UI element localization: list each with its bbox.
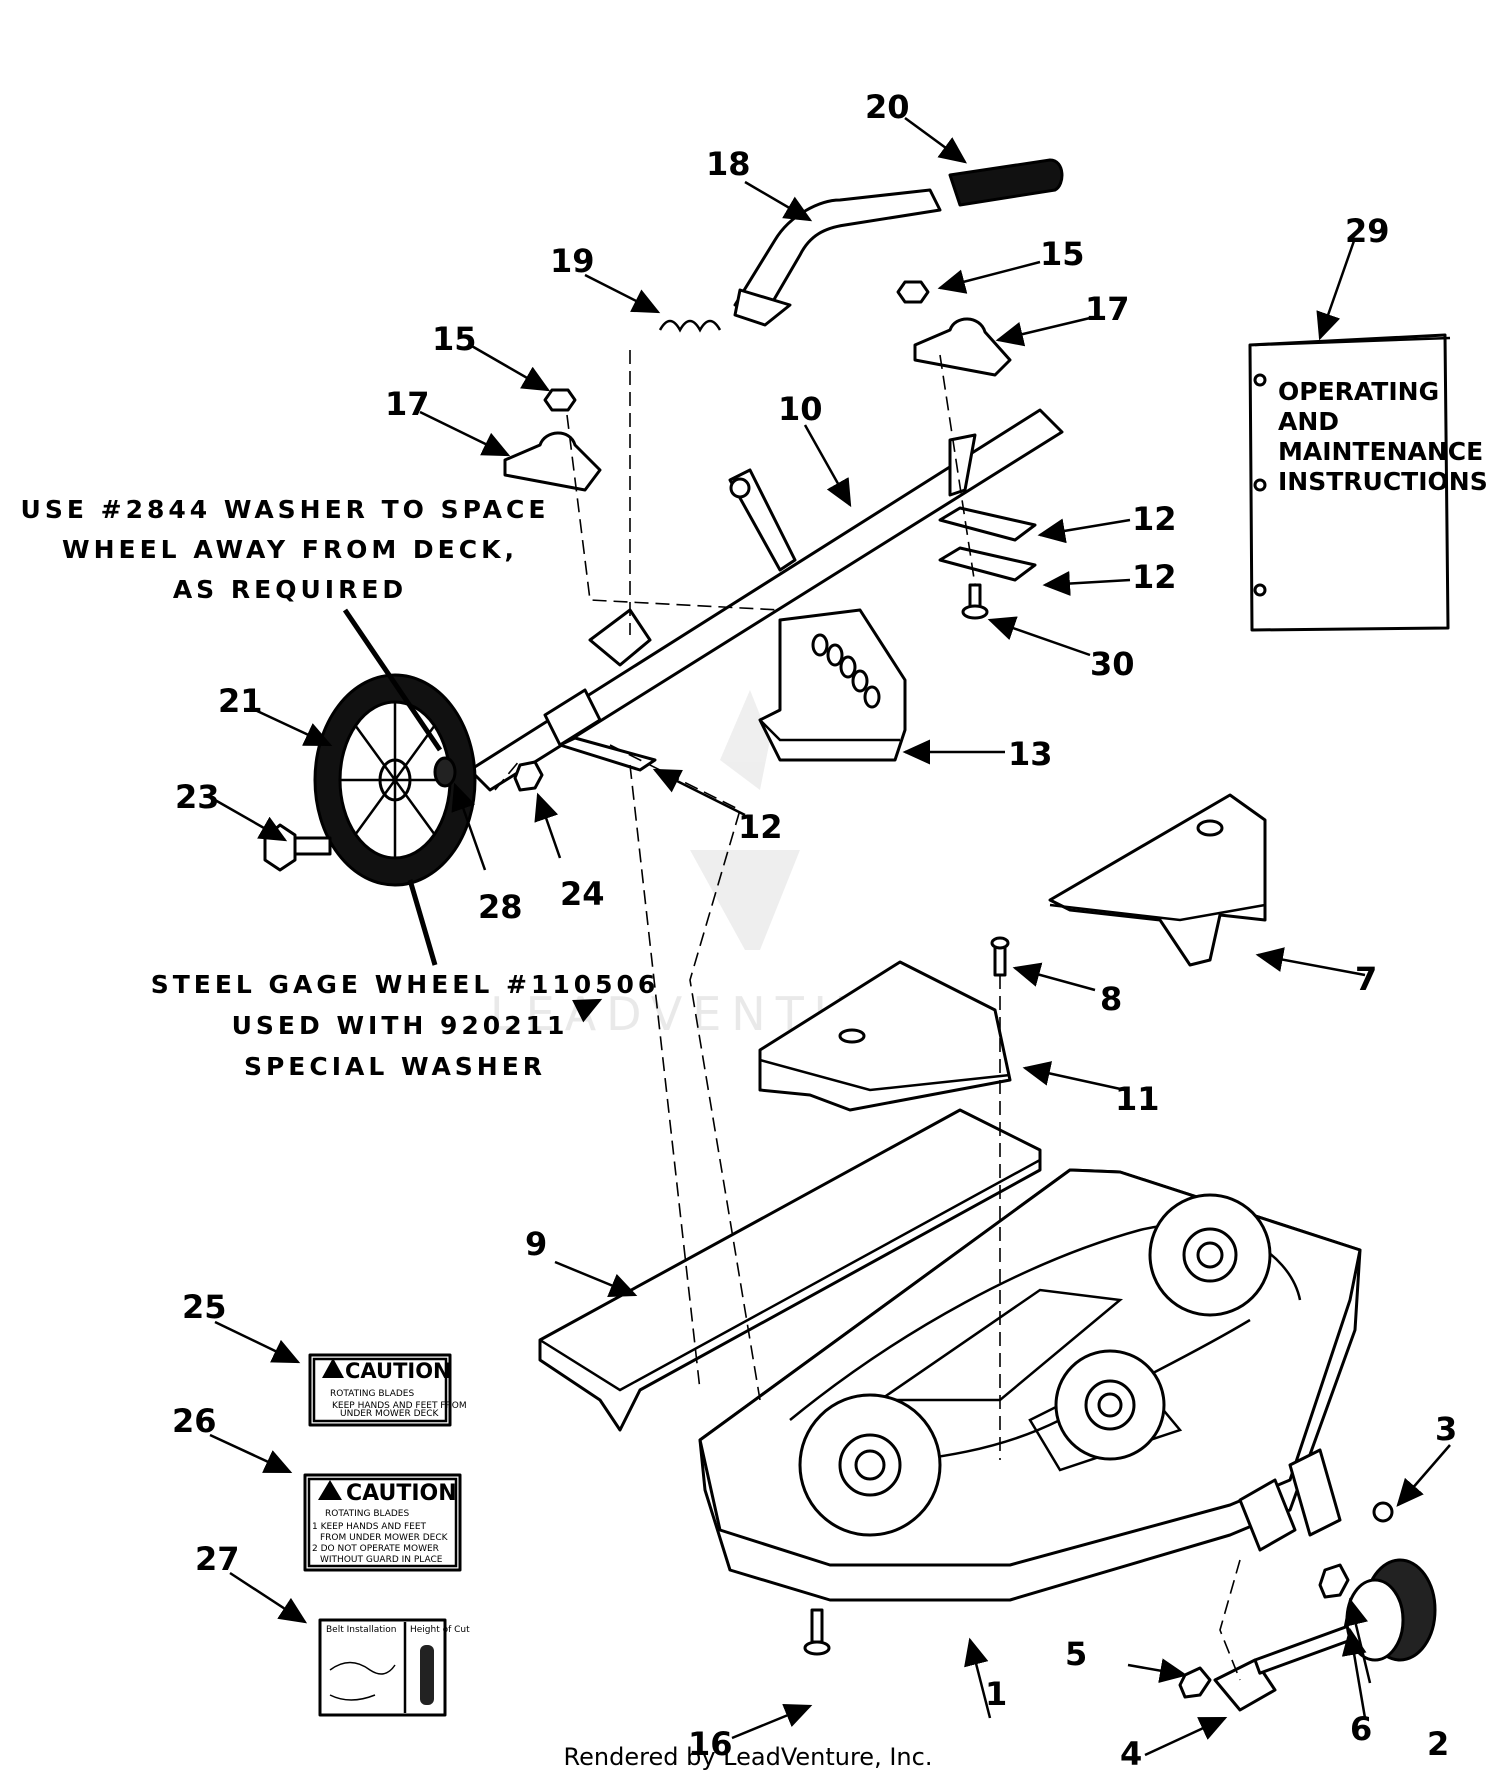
- spring-19: [658, 319, 722, 333]
- washer-28: [433, 756, 457, 788]
- shield-right: [1048, 793, 1267, 967]
- mower-deck: [698, 1168, 1362, 1602]
- wheel-note-line-3: SPECIAL WASHER: [244, 1052, 546, 1081]
- bracket-17-right: [913, 317, 1012, 377]
- spacer-plate-12-c: [558, 736, 657, 772]
- washer-note: USE #2844 WASHER TO SPACE WHEEL AWAY FRO…: [21, 495, 550, 604]
- callout-30: 30: [1090, 645, 1135, 683]
- callout-12-b: 12: [1132, 558, 1177, 596]
- callout-17-b: 17: [385, 385, 430, 423]
- callout-8: 8: [1100, 980, 1122, 1018]
- callout-15-a: 15: [1040, 235, 1085, 273]
- note-pointers: [342, 608, 443, 966]
- leader-arrows: [209, 116, 1451, 1757]
- decal-25-line1: ROTATING BLADES: [330, 1389, 414, 1399]
- callout-23: 23: [175, 778, 220, 816]
- callout-1: 1: [985, 1675, 1007, 1713]
- callout-3: 3: [1435, 1410, 1457, 1448]
- callout-26: 26: [172, 1402, 217, 1440]
- operators-manual: OPERATING AND MAINTENANCE INSTRUCTIONS: [1248, 333, 1488, 632]
- height-adjust-plate: [758, 608, 907, 762]
- callout-17-a: 17: [1085, 290, 1130, 328]
- callout-28: 28: [478, 888, 523, 926]
- callout-27: 27: [195, 1540, 240, 1578]
- render-credit: Rendered by LeadVenture, Inc.: [564, 1743, 933, 1771]
- callout-29: 29: [1345, 212, 1390, 250]
- callout-12-a: 12: [1132, 500, 1177, 538]
- decal-26-line3: FROM UNDER MOWER DECK: [320, 1533, 449, 1543]
- decal-25-title: CAUTION: [345, 1359, 451, 1383]
- adjust-slots: [811, 633, 881, 709]
- decal-27-right: Height of Cut: [410, 1625, 470, 1635]
- instruction-decal-27: Belt Installation Height of Cut: [318, 1618, 470, 1717]
- decal-26-line4: 2 DO NOT OPERATE MOWER: [312, 1544, 439, 1554]
- nut-15-right: [896, 280, 930, 304]
- spacer-plate-12-a: [938, 506, 1037, 542]
- decal-26-line2: 1 KEEP HANDS AND FEET: [312, 1522, 427, 1532]
- bracket-17-left: [503, 431, 602, 492]
- callout-6: 6: [1350, 1710, 1372, 1748]
- callout-7: 7: [1355, 960, 1377, 998]
- handle-grip: [948, 158, 1064, 207]
- washer-note-line-3: AS REQUIRED: [173, 575, 407, 604]
- callout-9: 9: [525, 1225, 547, 1263]
- spacer-plate-12-b: [938, 546, 1037, 582]
- wheel-bolt: [263, 823, 332, 872]
- washer-note-line-1: USE #2844 WASHER TO SPACE: [21, 495, 550, 524]
- belt-cover: [538, 1108, 1042, 1432]
- bolt-8: [990, 936, 1010, 977]
- callout-4: 4: [1120, 1735, 1142, 1773]
- callout-numbers: 1 2 3 4 5 6 7 8 9 10 11 12 12 12 13 15 1…: [172, 88, 1457, 1773]
- gage-wheel: [313, 673, 477, 887]
- decal-26-title: CAUTION: [346, 1481, 457, 1506]
- manual-line-1: OPERATING: [1278, 377, 1439, 406]
- callout-10: 10: [778, 390, 823, 428]
- caution-decal-26: CAUTION ROTATING BLADES 1 KEEP HANDS AND…: [303, 1473, 462, 1572]
- callout-21: 21: [218, 682, 263, 720]
- screw-30: [961, 583, 989, 620]
- decal-26-line1: ROTATING BLADES: [325, 1509, 409, 1519]
- wheel-note-line-1: STEEL GAGE WHEEL #110506: [151, 970, 660, 999]
- callout-2: 2: [1427, 1725, 1449, 1763]
- callout-15-b: 15: [432, 320, 477, 358]
- caution-decal-25: CAUTION ROTATING BLADES KEEP HANDS AND F…: [308, 1353, 467, 1427]
- nut-15-left: [543, 388, 577, 412]
- callout-16: 16: [688, 1725, 733, 1763]
- callout-12-c: 12: [738, 808, 783, 846]
- decal-25-line2: KEEP HANDS AND FEET FROM: [332, 1401, 467, 1411]
- wheel-note-line-2: USED WITH 920211: [232, 1011, 569, 1040]
- callout-20: 20: [865, 88, 910, 126]
- callout-11: 11: [1115, 1080, 1160, 1118]
- screw-16: [803, 1608, 831, 1656]
- manual-line-4: INSTRUCTIONS: [1278, 467, 1488, 496]
- decal-27-left: Belt Installation: [326, 1625, 396, 1635]
- lift-handle: [733, 188, 942, 327]
- decal-26-line5: WITHOUT GUARD IN PLACE: [320, 1555, 443, 1565]
- callout-18: 18: [706, 145, 751, 183]
- decal-25-line3: UNDER MOWER DECK: [340, 1409, 440, 1419]
- washer-note-line-2: WHEEL AWAY FROM DECK,: [62, 535, 518, 564]
- lift-axle-rod: [468, 408, 1064, 792]
- callout-19: 19: [550, 242, 595, 280]
- wheel-note: STEEL GAGE WHEEL #110506 USED WITH 92021…: [151, 970, 660, 1081]
- nut-24: [513, 760, 544, 792]
- manual-line-2: AND: [1278, 407, 1339, 436]
- callout-13: 13: [1008, 735, 1053, 773]
- manual-line-3: MAINTENANCE: [1278, 437, 1483, 466]
- callout-5: 5: [1065, 1635, 1087, 1673]
- callout-25: 25: [182, 1288, 227, 1326]
- callout-24: 24: [560, 875, 605, 913]
- shield-left: [758, 960, 1012, 1112]
